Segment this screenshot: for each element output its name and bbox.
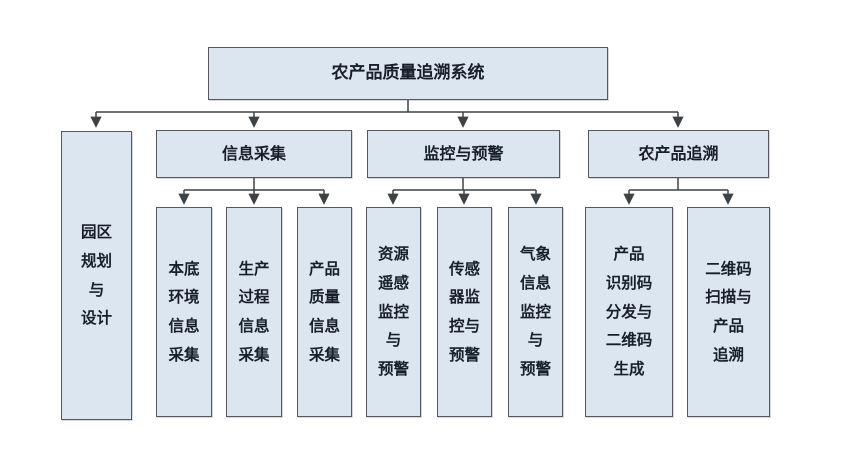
node-id-code-qr-generation-label: 产品 识别码 分发与 二维码 生成 xyxy=(605,244,653,378)
node-id-code-qr-generation: 产品 识别码 分发与 二维码 生成 xyxy=(585,207,673,417)
node-remote-sensing-monitoring: 资源 遥感 监控 与 预警 xyxy=(366,207,421,417)
node-monitoring-warning: 监控与预警 xyxy=(367,130,560,178)
node-root: 农产品质量追溯系统 xyxy=(208,47,608,100)
node-baseline-env-info-label: 本底 环境 信息 采集 xyxy=(168,258,200,364)
node-product-quality-info-label: 产品 质量 信息 采集 xyxy=(308,258,340,364)
node-root-label: 农产品质量追溯系统 xyxy=(331,63,485,84)
node-product-traceability-label: 农产品追溯 xyxy=(638,143,719,163)
node-info-collection: 信息采集 xyxy=(156,130,352,178)
node-info-collection-label: 信息采集 xyxy=(221,143,286,163)
node-remote-sensing-monitoring-label: 资源 遥感 监控 与 预警 xyxy=(377,244,409,378)
node-sensor-monitoring-label: 传感 器监 控与 预警 xyxy=(448,258,480,364)
node-production-process-info: 生产 过程 信息 采集 xyxy=(226,207,282,417)
node-product-quality-info: 产品 质量 信息 采集 xyxy=(297,207,352,417)
node-product-traceability: 农产品追溯 xyxy=(588,130,769,178)
node-park-planning-design: 园区 规划 与 设计 xyxy=(61,131,132,420)
node-qr-scan-traceability: 二维码 扫描与 产品 追溯 xyxy=(687,207,770,417)
node-park-planning-design-label: 园区 规划 与 设计 xyxy=(80,222,112,328)
node-sensor-monitoring: 传感 器监 控与 预警 xyxy=(437,207,492,417)
node-baseline-env-info: 本底 环境 信息 采集 xyxy=(156,207,212,417)
node-weather-info-monitoring-label: 气象 信息 监控 与 预警 xyxy=(519,244,551,378)
node-qr-scan-traceability-label: 二维码 扫描与 产品 追溯 xyxy=(705,258,752,364)
node-weather-info-monitoring: 气象 信息 监控 与 预警 xyxy=(508,207,563,417)
node-monitoring-warning-label: 监控与预警 xyxy=(423,143,504,163)
node-production-process-info-label: 生产 过程 信息 采集 xyxy=(238,258,270,364)
